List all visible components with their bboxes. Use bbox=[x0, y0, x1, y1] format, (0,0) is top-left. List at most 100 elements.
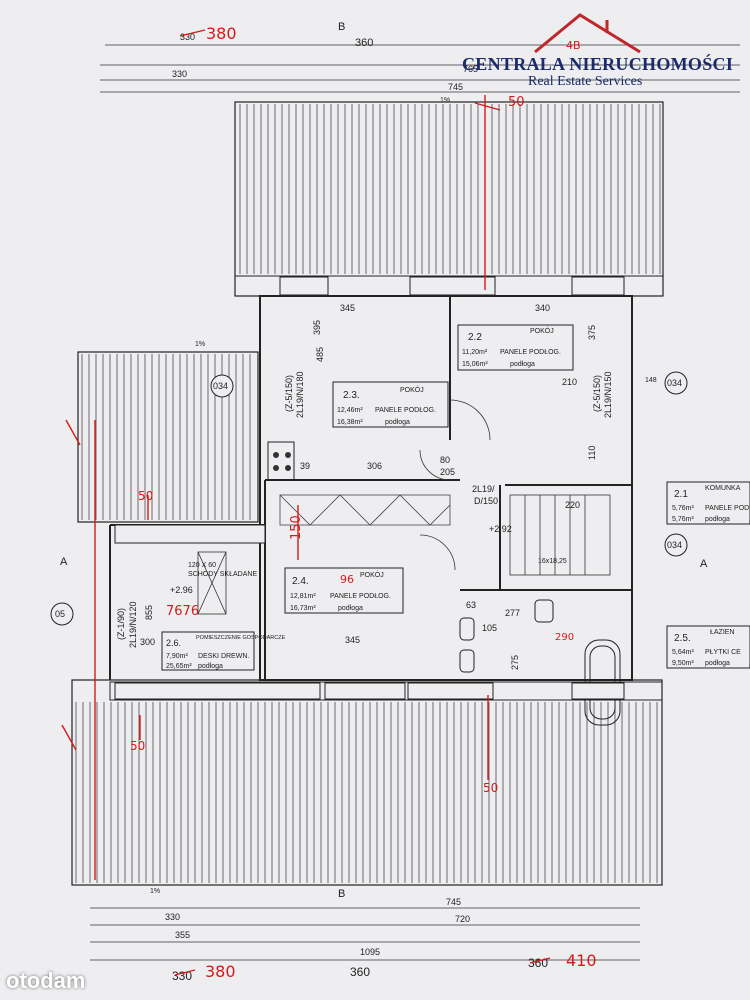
stairs-label: SCHODY SKŁADANE bbox=[188, 571, 257, 578]
svg-text:11,20m²: 11,20m² bbox=[462, 349, 488, 356]
room-2-5-label: 2.5. ŁAZIEN 5,64m² PŁYTKI CE 9,50m² podł… bbox=[666, 625, 750, 669]
red-note-96: 96 bbox=[340, 573, 354, 586]
svg-text:15,06m²: 15,06m² bbox=[462, 361, 488, 368]
svg-text:podłoga: podłoga bbox=[338, 605, 363, 612]
svg-text:ŁAZIEN: ŁAZIEN bbox=[710, 629, 735, 636]
svg-text:podłoga: podłoga bbox=[385, 419, 410, 426]
dim-275: 275 bbox=[510, 655, 520, 670]
room-2-4-label: 2.4. POKÓJ 12,81m² PANELE PODŁOG. 16,73m… bbox=[284, 567, 404, 614]
dim-bottom-720: 720 bbox=[455, 914, 470, 924]
dim-485: 485 bbox=[315, 347, 325, 362]
svg-text:5,76m²: 5,76m² bbox=[672, 516, 694, 523]
dim-bottom-1095: 1095 bbox=[360, 947, 380, 957]
svg-text:podłoga: podłoga bbox=[198, 663, 223, 670]
svg-text:034: 034 bbox=[667, 378, 682, 388]
svg-text:PANELE PODŁOG.: PANELE PODŁOG. bbox=[375, 407, 436, 414]
svg-text:25,65m²: 25,65m² bbox=[166, 663, 192, 670]
dim-395: 395 bbox=[312, 320, 322, 335]
svg-text:podłoga: podłoga bbox=[705, 516, 730, 523]
tag-034-left: 034 bbox=[210, 374, 234, 398]
svg-text:DESKI DREWN.: DESKI DREWN. bbox=[198, 653, 249, 660]
section-b-bottom: B bbox=[338, 888, 345, 900]
red-note-410: 410 bbox=[566, 951, 597, 970]
svg-text:034: 034 bbox=[667, 540, 682, 550]
red-note-50-bottom: 50 bbox=[483, 781, 498, 795]
slope-left: 1% bbox=[195, 341, 205, 348]
level-296: +2.96 bbox=[170, 585, 193, 595]
dim-bottom-745: 745 bbox=[446, 897, 461, 907]
stairs bbox=[197, 494, 611, 615]
left-roof-area bbox=[77, 351, 259, 523]
tag-034-right: 034 bbox=[664, 371, 688, 395]
bottom-dimension-lines bbox=[90, 907, 640, 961]
window-label-b2: (Z-5/150) bbox=[592, 375, 602, 412]
svg-text:12,46m²: 12,46m² bbox=[337, 407, 363, 414]
dim-39: 39 bbox=[300, 461, 310, 471]
svg-text:034: 034 bbox=[213, 381, 228, 391]
red-note-50-left: 50 bbox=[138, 489, 153, 503]
svg-text:2.6.: 2.6. bbox=[166, 638, 181, 648]
red-note-380-top: 380 bbox=[206, 24, 237, 43]
dim-345-top: 345 bbox=[340, 303, 355, 313]
svg-text:POMIESZCZENIE GOSPODARCZE: POMIESZCZENIE GOSPODARCZE bbox=[196, 635, 286, 641]
window-label-a2: (Z-5/150) bbox=[284, 375, 294, 412]
upper-roof-area bbox=[234, 101, 664, 297]
dim-80: 80 bbox=[440, 455, 450, 465]
slope-bottom: 1% bbox=[150, 888, 160, 895]
window-label-a: 2L19/N/180 bbox=[295, 371, 305, 418]
red-note-50-lower: 50 bbox=[130, 739, 145, 753]
brand-logo: CENTRALA NIERUCHOMOŚCI Real Estate Servi… bbox=[462, 14, 742, 94]
svg-text:podłoga: podłoga bbox=[510, 361, 535, 368]
svg-text:16,73m²: 16,73m² bbox=[290, 605, 316, 612]
dim-345-bottom: 345 bbox=[345, 635, 360, 645]
dim-340-top: 340 bbox=[535, 303, 550, 313]
dim-205: 205 bbox=[440, 467, 455, 477]
dim-855: 855 bbox=[144, 605, 154, 620]
dim-105: 105 bbox=[482, 623, 497, 633]
lower-roof-area bbox=[71, 679, 663, 886]
brand-roof-icon bbox=[534, 13, 641, 54]
brand-name: CENTRALA NIERUCHOMOŚCI bbox=[462, 54, 734, 74]
room-2-3-label: 2.3. POKÓJ 12,46m² PANELE PODŁOG. 16,38m… bbox=[332, 381, 449, 428]
brand-subtitle: Real Estate Services bbox=[528, 74, 643, 89]
dim-bottom-355: 355 bbox=[175, 930, 190, 940]
svg-text:PŁYTKI CE: PŁYTKI CE bbox=[705, 649, 741, 656]
dim-300: 300 bbox=[140, 637, 155, 647]
dim-bottom-330: 330 bbox=[165, 912, 180, 922]
tag-05: 05 bbox=[50, 602, 74, 626]
red-note-150: 150 bbox=[289, 515, 304, 540]
red-note-7676: 7676 bbox=[166, 604, 199, 619]
room-2-6-label: 2.6. POMIESZCZENIE GOSPODARCZE 7,90m² DE… bbox=[161, 631, 286, 671]
dim-277: 277 bbox=[505, 608, 520, 618]
dim-220: 220 bbox=[565, 500, 580, 510]
red-annotations bbox=[61, 29, 551, 976]
dim-110: 110 bbox=[587, 446, 597, 460]
svg-text:12,81m²: 12,81m² bbox=[290, 593, 316, 600]
toilet bbox=[459, 599, 554, 673]
tag-034-right-lower: 034 bbox=[664, 533, 688, 557]
svg-text:2.4.: 2.4. bbox=[292, 576, 309, 587]
red-note-50-top: 50 bbox=[508, 95, 525, 110]
svg-text:POKÓJ: POKÓJ bbox=[360, 570, 384, 579]
dim-top-360: 360 bbox=[355, 37, 373, 49]
dim-63: 63 bbox=[466, 600, 476, 610]
dim-210: 210 bbox=[562, 377, 577, 387]
window-label-c2: (Z-1/90) bbox=[116, 608, 126, 640]
section-a-right: A bbox=[700, 558, 708, 570]
room-2-1-label: 2.1 KOMUNKA 5,76m² PANELE POD 5,76m² pod… bbox=[666, 481, 750, 525]
section-a-left: A bbox=[60, 556, 68, 568]
svg-text:05: 05 bbox=[55, 609, 65, 619]
door-label-b: D/150 bbox=[474, 496, 498, 506]
dim-148: 148 bbox=[645, 377, 657, 384]
level-292: +2.92 bbox=[489, 524, 512, 534]
svg-text:5,76m²: 5,76m² bbox=[672, 505, 694, 512]
room-2-4-zone bbox=[279, 494, 451, 526]
svg-text:PANELE PODŁOG.: PANELE PODŁOG. bbox=[330, 593, 391, 600]
red-note-4b: 4B bbox=[566, 39, 581, 52]
svg-text:5,64m²: 5,64m² bbox=[672, 649, 694, 656]
dim-top-745: 745 bbox=[448, 82, 463, 92]
section-b-top: B bbox=[338, 21, 345, 33]
window-label-b: 2L19/N/150 bbox=[603, 371, 613, 418]
